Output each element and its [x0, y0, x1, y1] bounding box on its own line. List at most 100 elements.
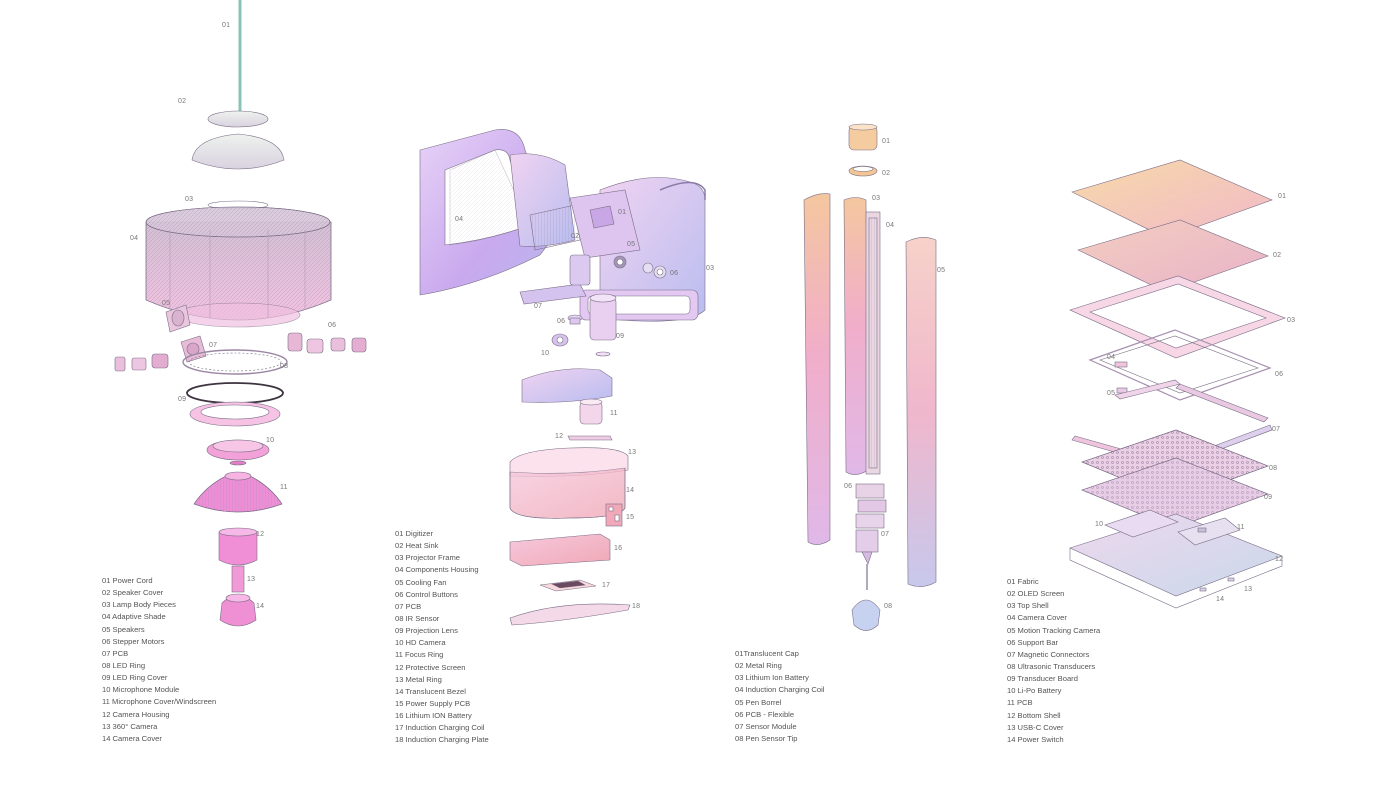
pen-exploded-view [803, 123, 937, 631]
projector-battery [509, 533, 611, 567]
legend-item: 09 Projection Lens [395, 626, 458, 636]
legend-item: 03 Top Shell [1007, 601, 1049, 611]
legend-item: 13 Metal Ring [395, 674, 442, 684]
lamp-microphone-windscreen [193, 471, 283, 513]
projector-callout-09: 09 [616, 333, 625, 340]
pad-callout-11: 11 [1237, 524, 1245, 531]
projector-protective-screen [567, 435, 613, 441]
pad-callout-12: 12 [1275, 556, 1284, 563]
pad-power-switch [1199, 587, 1207, 592]
pad-fabric [1071, 159, 1273, 239]
lamp-camera-housing [218, 527, 258, 566]
lamp-exploded-view [114, 0, 367, 627]
legend-item: 01 Power Cord [102, 576, 153, 585]
legend-item: 03 Projector Frame [395, 553, 460, 563]
legend-item: 07 Sensor Module [735, 721, 797, 731]
pad-callout-06: 06 [1275, 371, 1284, 378]
lamp-pcb [180, 335, 207, 363]
projector-callout-04: 04 [455, 216, 464, 223]
legend-item: 02 OLED Screen [1007, 589, 1065, 599]
legend-item: 08 LED Ring [102, 660, 146, 670]
pad-callout-01: 01 [1278, 193, 1287, 200]
projector-callout-18: 18 [632, 603, 641, 610]
pad-callout-05: 05 [1107, 390, 1116, 397]
pad-li-po-battery [1104, 509, 1179, 538]
projector-heat-sink [509, 153, 581, 251]
projector-parts-legend: 01 Digitizer 02 Heat Sink 03 Projector F… [395, 528, 489, 747]
lamp-callout-05: 05 [162, 300, 171, 307]
projector-callout-03: 03 [706, 265, 715, 272]
legend-item: 10 Li-Po Battery [1007, 686, 1062, 696]
projector-callout-05: 05 [627, 241, 636, 248]
legend-item: 15 Power Supply PCB [395, 698, 471, 708]
projector-power-supply-pcb [605, 503, 623, 527]
pen-battery [843, 197, 869, 475]
pen-sensor-module [855, 529, 879, 565]
legend-item: 18 Induction Charging Plate [395, 735, 489, 745]
pad-parts-legend: 01 Fabric 02 OLED Screen 03 Top Shell 04… [1007, 576, 1100, 746]
pad-usb-c-cover [1227, 577, 1235, 582]
lamp-stepper-motors [114, 332, 367, 372]
legend-item: 16 Lithium ION Battery [395, 711, 472, 721]
legend-item: 12 Camera Housing [102, 709, 170, 719]
lamp-speaker-cover [207, 110, 269, 128]
projector-focus-ring [579, 398, 603, 425]
projector-callout-02: 02 [571, 233, 580, 240]
pad-callout-08: 08 [1269, 465, 1278, 472]
legend-item: 05 Cooling Fan [395, 577, 447, 587]
pad-pcb [1177, 517, 1241, 546]
legend-item: 11 Microphone Cover/Windscreen [102, 697, 217, 707]
legend-item: 12 Protective Screen [395, 662, 466, 672]
legend-item: 05 Speakers [102, 624, 145, 634]
projector-callout-12: 12 [555, 433, 564, 440]
pad-callout-07: 07 [1272, 426, 1281, 433]
pen-callout-02: 02 [882, 170, 891, 177]
lamp-led-ring [182, 349, 288, 375]
projector-pcb [519, 254, 591, 305]
legend-item: 05 Motion Tracking Camera [1007, 625, 1101, 635]
legend-item: 04 Components Housing [395, 565, 479, 575]
projector-control-buttons [642, 262, 667, 279]
pen-callout-01: 01 [882, 138, 891, 145]
pad-callout-09: 09 [1264, 494, 1273, 501]
projector-callout-10: 10 [541, 350, 550, 357]
pad-callout-10: 10 [1095, 521, 1104, 528]
legend-item: 04 Induction Charging Coil [735, 685, 825, 695]
lamp-callout-02: 02 [178, 98, 187, 105]
lamp-callout-04: 04 [130, 235, 139, 242]
pad-callout-13: 13 [1244, 586, 1253, 593]
pen-callout-03: 03 [872, 195, 881, 202]
pen-borrel [905, 237, 937, 587]
pen-barrel-left [803, 193, 831, 545]
pen-callout-04: 04 [886, 222, 895, 229]
legend-item: 06 PCB - Flexible [735, 709, 795, 719]
legend-item: 14 Translucent Bezel [395, 686, 466, 696]
lamp-speaker [165, 304, 191, 333]
lamp-callout-06: 06 [328, 322, 337, 329]
lamp-adaptive-shade [145, 206, 332, 328]
legend-item: 08 Pen Sensor Tip [735, 733, 798, 743]
legend-item: 06 Control Buttons [395, 589, 458, 599]
projector-callout-11: 11 [610, 410, 618, 417]
legend-item: 01 Fabric [1007, 577, 1039, 586]
lamp-callout-11: 11 [280, 484, 288, 491]
projector-callout-13: 13 [628, 449, 637, 456]
lamp-callout-10: 10 [266, 437, 275, 444]
projector-induction-coil [539, 579, 597, 592]
legend-item: 10 Microphone Module [102, 685, 180, 695]
lamp-led-ring-cover-dark [186, 382, 284, 404]
legend-item: 04 Adaptive Shade [102, 612, 166, 622]
legend-item: 07 Magnetic Connectors [1007, 649, 1090, 659]
legend-item: 10 HD Camera [395, 638, 446, 648]
legend-item: 03 Lamp Body Pieces [102, 600, 176, 610]
legend-item: 01 Digitizer [395, 529, 433, 538]
legend-item: 08 IR Sensor [395, 613, 440, 623]
lamp-callout-12: 12 [256, 531, 265, 538]
legend-item: 06 Support Bar [1007, 637, 1059, 647]
legend-item: 11 PCB [1007, 698, 1033, 708]
projector-cooling-fan [613, 255, 627, 269]
pen-metal-ring [848, 165, 878, 177]
projector-digitizer [569, 189, 641, 259]
lamp-led-ring-cover [189, 401, 281, 427]
